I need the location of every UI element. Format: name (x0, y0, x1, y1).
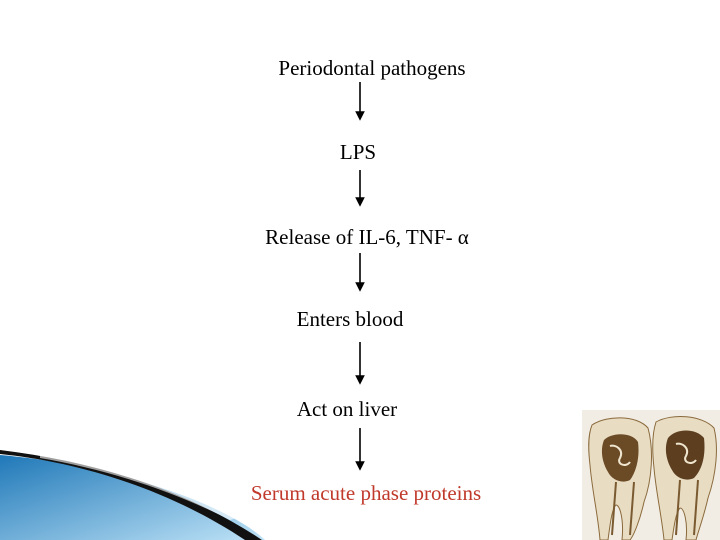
step-periodontal-pathogens: Periodontal pathogens (278, 56, 466, 80)
step-lps: LPS (339, 140, 377, 164)
step-release-cytokines: Release of IL-6, TNF- α (265, 225, 469, 249)
step-serum-acute-phase-proteins: Serum acute phase proteins (250, 481, 482, 505)
step-enters-blood: Enters blood (296, 307, 404, 331)
teeth-cross-section-image (582, 410, 720, 540)
step-act-on-liver: Act on liver (296, 397, 398, 421)
